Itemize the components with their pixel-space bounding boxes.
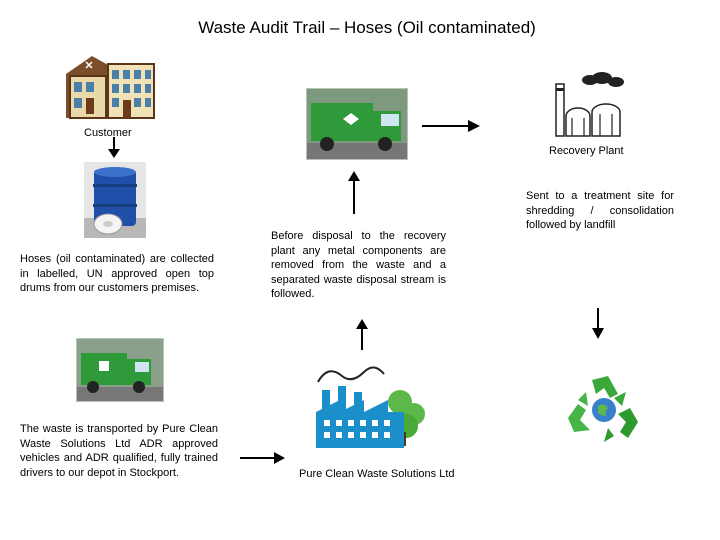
- arrow-right-1: [240, 450, 286, 466]
- pure-clean-label: Pure Clean Waste Solutions Ltd: [299, 468, 455, 480]
- recovery-plant-label: Recovery Plant: [549, 145, 624, 157]
- recovery-plant-icon: [552, 72, 628, 138]
- customer-building-icon: [62, 52, 160, 124]
- transport-text: The waste is transported by Pure Clean W…: [20, 423, 218, 479]
- arrow-right-2: [422, 118, 482, 134]
- customer-label: Customer: [84, 127, 132, 139]
- arrow-down-1: [106, 137, 122, 159]
- treatment-text: Sent to a treatment site for shredding /…: [526, 190, 674, 231]
- collection-text: Hoses (oil contaminated) are collected i…: [20, 253, 214, 294]
- pre-disposal-text: Before disposal to the recovery plant an…: [271, 230, 446, 300]
- arrow-up-2: [354, 318, 370, 350]
- arrow-up-1: [346, 170, 362, 214]
- recycle-icon: [564, 372, 644, 444]
- truck-photo-top: [306, 88, 408, 160]
- arrow-down-2: [590, 308, 606, 340]
- page-title: Waste Audit Trail – Hoses (Oil contamina…: [198, 18, 536, 37]
- truck-icon: [76, 338, 164, 402]
- factory-icon: [308, 362, 426, 450]
- drum-icon: [84, 162, 146, 238]
